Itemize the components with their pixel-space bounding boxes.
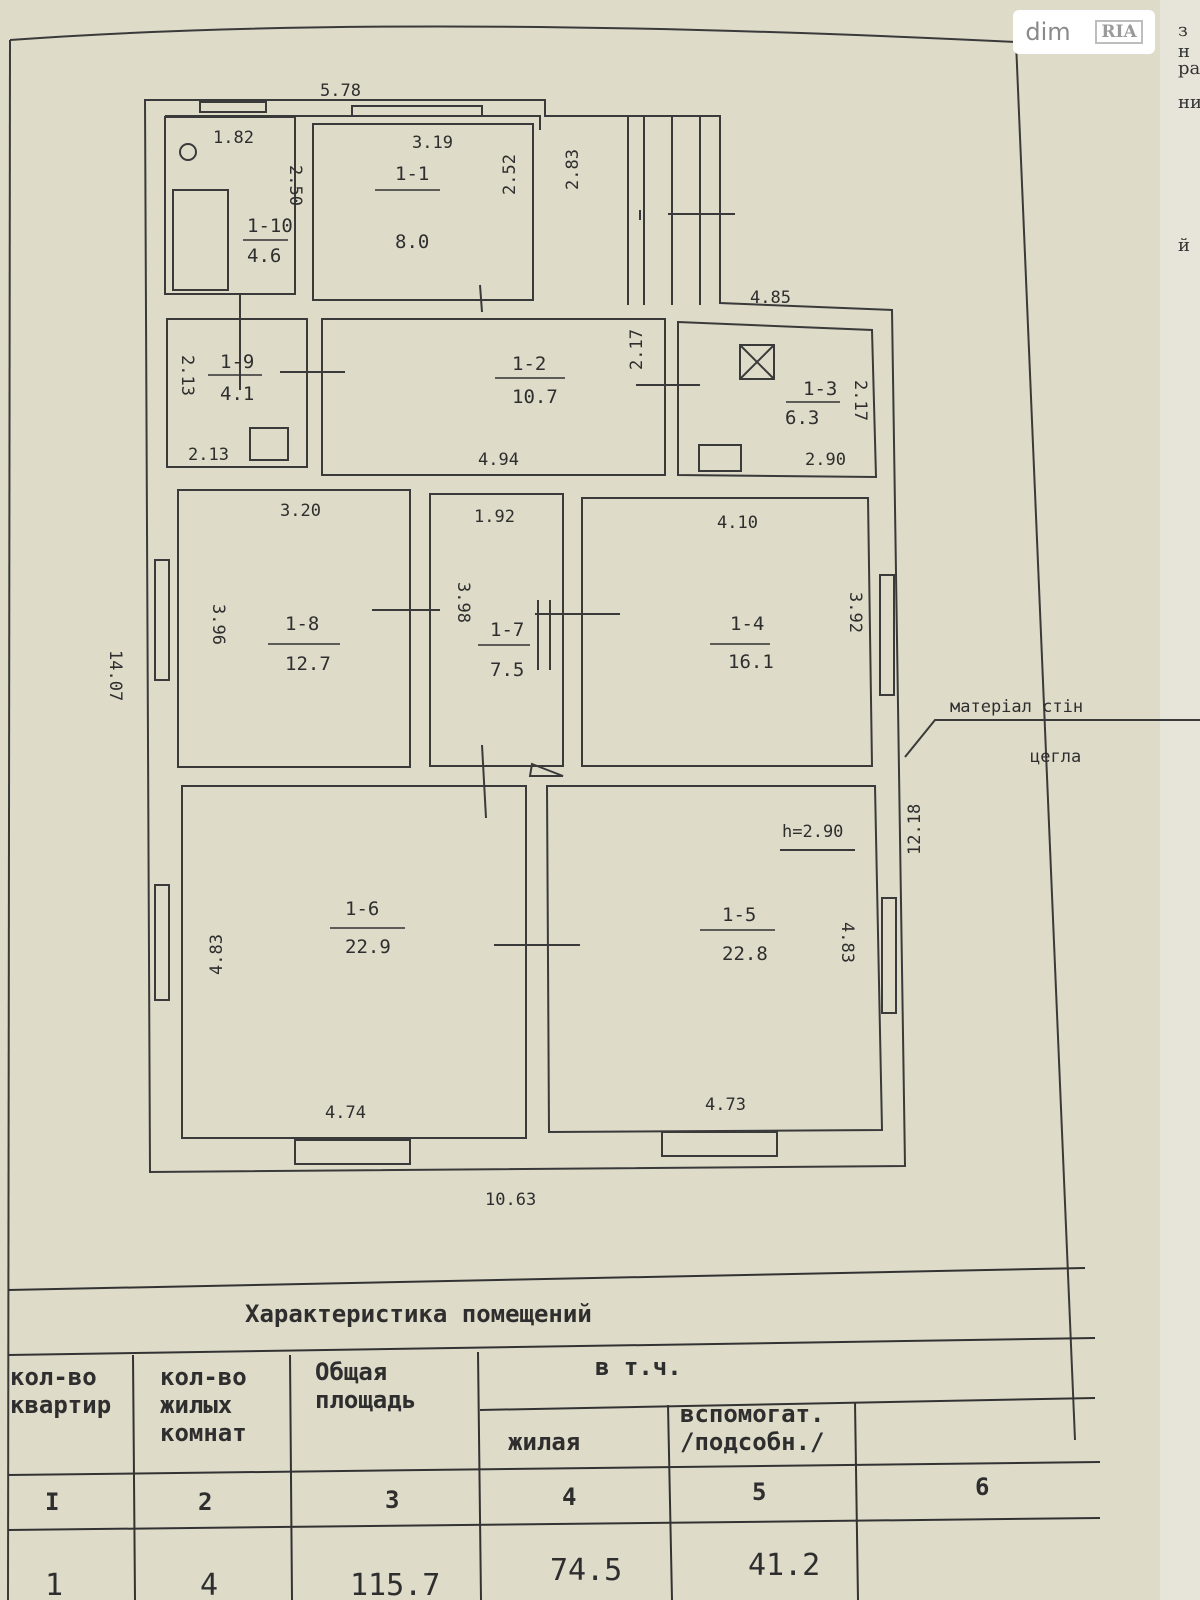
col-number-3: 3 [385, 1486, 399, 1514]
room-1-8-width: 3.20 [280, 501, 321, 521]
dim-bottom: 10.63 [485, 1190, 536, 1210]
room-1-10-outline [164, 116, 296, 295]
toilet-icon [179, 143, 197, 161]
sink-icon [698, 444, 742, 472]
room-1-7-width: 1.92 [474, 507, 515, 527]
room-1-4-width: 4.10 [717, 513, 758, 533]
header-living: жилая [508, 1428, 580, 1456]
characteristics-table-grid [7, 1267, 1101, 1600]
room-1-9-width: 2.13 [188, 445, 229, 465]
room-1-10-height: 2.50 [285, 165, 305, 206]
room-1-1-id: 1-1 [395, 163, 429, 185]
stove-icon [249, 427, 289, 461]
room-1-9-height: 2.13 [177, 355, 197, 396]
room-1-6-outline [181, 785, 527, 1139]
dim-left: 14.07 [105, 650, 125, 701]
room-1-9-outline [166, 318, 308, 468]
room-1-2-height: 2.17 [627, 329, 647, 370]
room-1-1-area: 8.0 [395, 231, 429, 253]
room-1-5-width: 4.73 [705, 1095, 746, 1115]
room-1-6-width: 4.74 [325, 1103, 366, 1123]
room-1-10-width: 1.82 [213, 128, 254, 148]
header-including: в т.ч. [595, 1353, 682, 1381]
dim-mid: 4.94 [478, 450, 519, 470]
house-walls [143, 99, 1200, 1174]
watermark-text: dim [1025, 18, 1071, 46]
room-1-5-height: 4.83 [837, 922, 857, 963]
dim-corridor-top: 4.85 [750, 288, 791, 308]
wall-material-label: матеріал стін [950, 697, 1083, 717]
room-1-6-height: 4.83 [207, 934, 227, 975]
dim-top: 5.78 [320, 81, 361, 101]
col-number-6: 6 [975, 1473, 989, 1501]
ria-logo: RIA [1095, 20, 1143, 44]
chimney-icon [739, 344, 775, 380]
wall-material-value: цегла [1030, 747, 1081, 767]
side-fragment-4: й [1178, 235, 1190, 256]
value-auxiliary-area: 41.2 [748, 1548, 820, 1583]
room-1-4-id: 1-4 [730, 613, 764, 635]
room-1-3-id: 1-3 [803, 378, 837, 400]
room-1-5-area: 22.8 [722, 943, 768, 965]
room-1-3-area: 6.3 [785, 407, 819, 429]
room-1-4-outline [581, 497, 874, 767]
col-number-2: 2 [198, 1488, 212, 1516]
room-1-3-width: 2.90 [805, 450, 846, 470]
fixtures [172, 143, 775, 777]
room-1-5-outline [545, 785, 884, 1134]
room-1-3-outline [677, 320, 878, 479]
value-rooms: 4 [200, 1568, 218, 1600]
col-number-1: I [45, 1488, 59, 1516]
col-number-5: 5 [752, 1478, 766, 1506]
bathtub-icon [172, 189, 229, 291]
room-1-7-outline [429, 493, 564, 767]
room-1-2-outline [321, 318, 666, 476]
room-1-4-height: 3.92 [845, 592, 865, 633]
room-1-9-id: 1-9 [220, 351, 254, 373]
room-1-7-id: 1-7 [490, 619, 524, 641]
room-1-1-height-b: 2.83 [563, 149, 583, 190]
side-fragment-1: з н [1178, 20, 1190, 62]
room-1-1-width: 3.19 [412, 133, 453, 153]
underlying-page-edge [1160, 0, 1200, 1600]
side-fragment-2: ра [1178, 58, 1200, 79]
sheet-frame [7, 25, 1076, 1600]
room-1-7-height: 3.98 [453, 582, 473, 623]
dim-right: 12.18 [905, 804, 925, 855]
stairs-icon [528, 762, 564, 777]
room-1-2-id: 1-2 [512, 353, 546, 375]
room-1-6-id: 1-6 [345, 898, 379, 920]
room-1-10-id: 1-10 [247, 215, 293, 237]
value-living-area: 74.5 [550, 1553, 622, 1588]
value-apartments: 1 [45, 1568, 63, 1600]
room-1-3-height: 2.17 [850, 380, 870, 421]
table-title: Характеристика помещений [245, 1300, 592, 1328]
room-1-5-id: 1-5 [722, 904, 756, 926]
room-1-8-height: 3.96 [208, 604, 228, 645]
room-1-8-area: 12.7 [285, 653, 331, 675]
room-1-2-area: 10.7 [512, 386, 558, 408]
room-1-10-area: 4.6 [247, 245, 281, 267]
room-1-8-outline [177, 489, 411, 768]
room-1-9-area: 4.1 [220, 383, 254, 405]
room-1-4-area: 16.1 [728, 651, 774, 673]
room-1-1-outline [312, 123, 534, 301]
room-1-8-id: 1-8 [285, 613, 319, 635]
side-fragment-3: ни [1178, 92, 1200, 113]
room-1-1-height-a: 2.52 [500, 154, 520, 195]
ceiling-height: h=2.90 [782, 822, 843, 842]
dimria-watermark: dim RIA [1013, 10, 1155, 54]
room-1-6-area: 22.9 [345, 936, 391, 958]
col-number-4: 4 [562, 1483, 576, 1511]
room-1-7-area: 7.5 [490, 659, 524, 681]
header-auxiliary: вспомогат./подсобн./ [680, 1400, 825, 1456]
value-total-area: 115.7 [350, 1568, 440, 1600]
